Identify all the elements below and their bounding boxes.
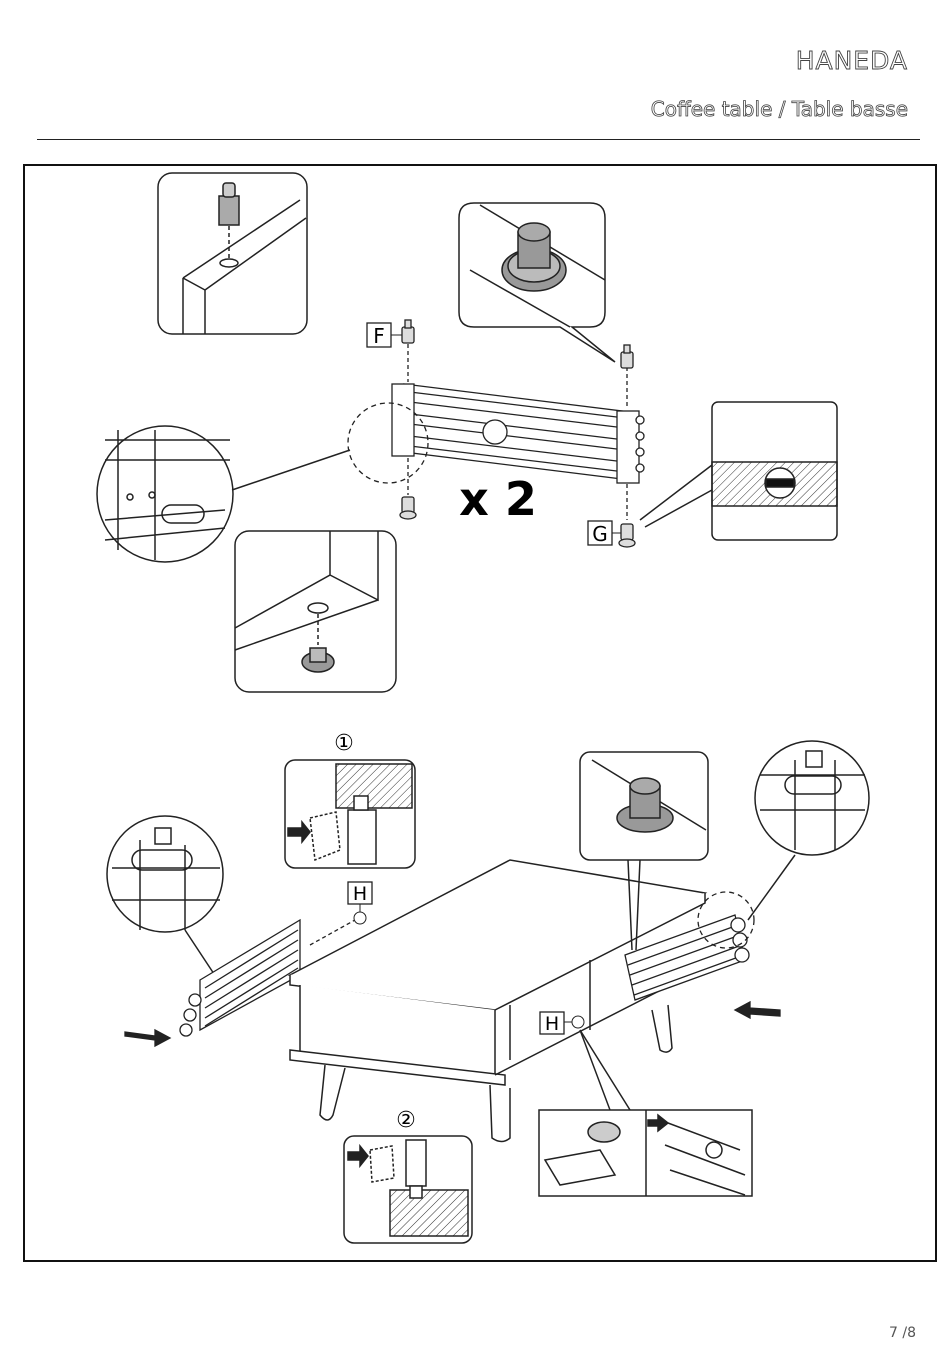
detail-dowel-into-panel (158, 173, 307, 334)
detail-cam-turn (539, 1030, 752, 1196)
substep-one-marker: ① (334, 731, 354, 756)
detail-substep-two (344, 1136, 472, 1243)
svg-text:F: F (373, 324, 385, 348)
svg-text:G: G (592, 522, 608, 546)
detail-right-connector-circle (748, 741, 869, 920)
svg-text:H: H (353, 883, 367, 905)
detail-cam-section (640, 402, 837, 540)
detail-substep-one (285, 760, 415, 868)
fitting-g-cam-bolt (619, 524, 635, 547)
fitting-cam-bolt-left (400, 497, 416, 519)
fitting-f-dowel (402, 320, 414, 343)
detail-left-connector-circle (107, 816, 223, 980)
fitting-f-dowel-right (621, 345, 633, 368)
substep-two-marker: ② (396, 1108, 416, 1133)
label-f: F (367, 323, 402, 348)
quantity-label: x 2 (459, 472, 537, 526)
label-g: G (588, 521, 621, 546)
label-h-upper: H (348, 882, 372, 924)
svg-text:H: H (545, 1013, 559, 1035)
detail-cam-bolt-panel (235, 531, 396, 692)
page-number: 7 /8 (889, 1325, 916, 1341)
detail-cam-post (459, 203, 615, 362)
